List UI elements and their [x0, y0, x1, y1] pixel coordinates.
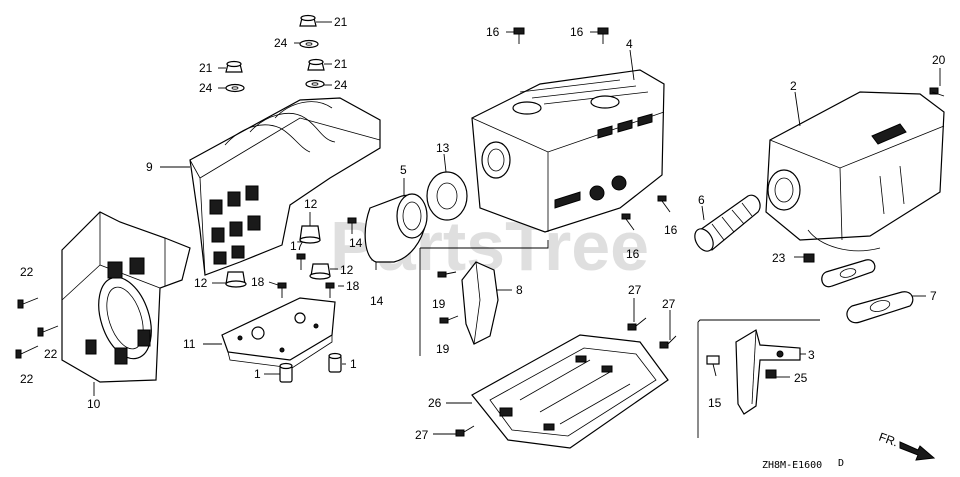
callout-24c: 24	[334, 78, 348, 92]
callout-16b: 16	[570, 25, 584, 39]
callout-1a: 1	[254, 367, 261, 381]
callout-22b: 22	[44, 347, 58, 361]
bolt-22b	[37, 325, 59, 337]
part-1-collars	[279, 352, 342, 383]
callout-24b: 24	[199, 81, 213, 95]
part-6-spark-arrester	[694, 194, 761, 252]
bolt-19b	[439, 315, 459, 324]
leader-lines	[93, 21, 941, 435]
callout-26: 26	[428, 396, 442, 410]
part-10-support-bracket	[61, 211, 191, 383]
callout-13: 13	[436, 141, 450, 155]
callout-14a: 14	[349, 236, 363, 250]
callout-11: 11	[183, 337, 196, 351]
callout-21b: 21	[199, 61, 213, 75]
bolt-27b	[659, 335, 677, 349]
callout-4: 4	[626, 37, 633, 51]
callout-22a: 22	[20, 265, 34, 279]
callout-21a: 21	[334, 15, 348, 29]
bolt-15	[706, 355, 720, 377]
bolt-16b	[597, 27, 609, 44]
bolt-18b	[325, 282, 335, 298]
bolt-22c	[15, 345, 39, 359]
callout-6: 6	[698, 193, 705, 207]
callout-12b: 12	[340, 263, 354, 277]
callout-23: 23	[772, 251, 786, 265]
callout-16a: 16	[486, 25, 500, 39]
callout-18a: 18	[251, 275, 265, 289]
callout-21c: 21	[334, 57, 348, 71]
drawing-code: ZH8M-E1600	[762, 460, 822, 471]
part-4-muffler-protector	[471, 69, 665, 233]
callout-9: 9	[146, 160, 153, 174]
callout-labels: 21 24 21 21 24 24 9 12 14 14 12 12 17 18…	[20, 15, 946, 442]
bolt-25	[765, 369, 777, 379]
bolt-17	[296, 253, 306, 270]
callout-1b: 1	[350, 357, 357, 371]
callout-19a: 19	[432, 297, 446, 311]
fr-label: FR.	[877, 430, 900, 450]
callout-22c: 22	[20, 372, 34, 386]
callout-25: 25	[794, 371, 808, 385]
callout-10: 10	[87, 397, 101, 411]
callout-2: 2	[790, 79, 797, 93]
callout-24a: 24	[274, 36, 288, 50]
reference-lines	[419, 240, 820, 438]
callout-14b: 14	[370, 294, 384, 308]
bolt-27a	[627, 317, 647, 331]
bolt-27c	[455, 425, 475, 437]
callout-16d: 16	[664, 223, 678, 237]
callout-18b: 18	[346, 279, 360, 293]
bolt-16c	[621, 213, 635, 231]
part-2-muffler	[765, 91, 945, 252]
callout-8: 8	[516, 283, 523, 297]
part-26-bottom-cover	[471, 334, 669, 449]
bolt-22a	[17, 297, 39, 309]
nut-23	[803, 253, 815, 263]
bolt-16d	[657, 195, 671, 213]
part-7-gasket	[821, 259, 914, 324]
bolt-18a	[277, 282, 287, 298]
part-12-rubber-mounts	[225, 225, 331, 288]
callout-19b: 19	[436, 342, 450, 356]
bolt-20	[929, 87, 945, 97]
part-3-stay-bracket	[735, 329, 801, 415]
part-9-exhaust-frame	[189, 97, 381, 276]
callout-7: 7	[930, 289, 937, 303]
callout-20: 20	[932, 53, 946, 67]
callout-12a: 12	[304, 197, 318, 211]
fr-arrow-icon	[899, 441, 936, 461]
part-21-24-nuts-washers	[225, 14, 325, 93]
bolt-14a	[347, 217, 357, 234]
bolt-19a	[437, 271, 457, 278]
part-5-exhaust-pipe	[364, 193, 428, 263]
part-13-gasket	[426, 171, 468, 221]
part-11-base-plate	[221, 297, 336, 369]
callout-16c: 16	[626, 247, 640, 261]
front-direction-indicator: FR.	[877, 430, 936, 461]
callout-5: 5	[400, 163, 407, 177]
part-8-muffler-bracket	[461, 261, 499, 345]
callout-27a: 27	[628, 283, 642, 297]
callout-27b: 27	[662, 297, 676, 311]
drawing-code-suffix: D	[838, 458, 844, 469]
callout-17: 17	[290, 239, 304, 253]
callout-15: 15	[708, 396, 722, 410]
callout-3: 3	[808, 348, 815, 362]
bolt-16a	[513, 27, 525, 44]
callout-27c: 27	[415, 428, 429, 442]
callout-12c: 12	[194, 276, 208, 290]
